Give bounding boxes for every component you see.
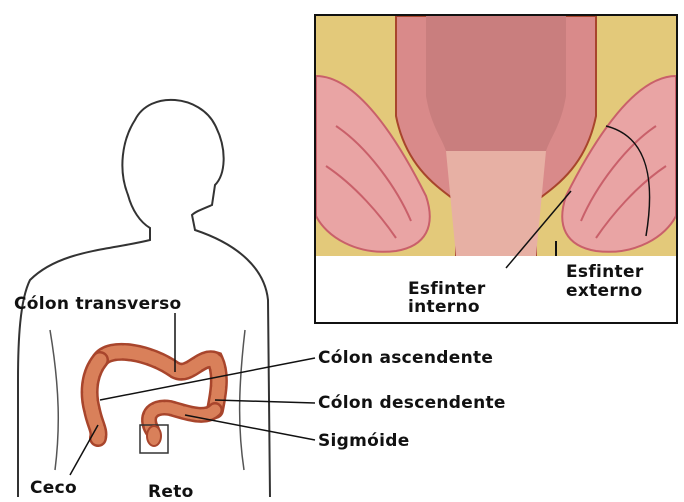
label-esfinter-interno-1: Esfinter: [408, 279, 486, 299]
label-colon-descendente: Cólon descendente: [318, 393, 506, 413]
label-colon-transverso: Cólon transverso: [14, 294, 181, 314]
label-esfinter-interno-2: interno: [408, 297, 480, 317]
label-esfinter-externo-2: externo: [566, 281, 642, 301]
label-colon-ascendente: Cólon ascendente: [318, 348, 493, 368]
colon-illustration: [90, 352, 219, 453]
label-ceco: Ceco: [30, 478, 77, 498]
label-esfinter-externo-1: Esfinter: [566, 262, 644, 282]
label-sigmoide: Sigmóide: [318, 431, 410, 451]
label-reto: Reto: [148, 482, 194, 502]
